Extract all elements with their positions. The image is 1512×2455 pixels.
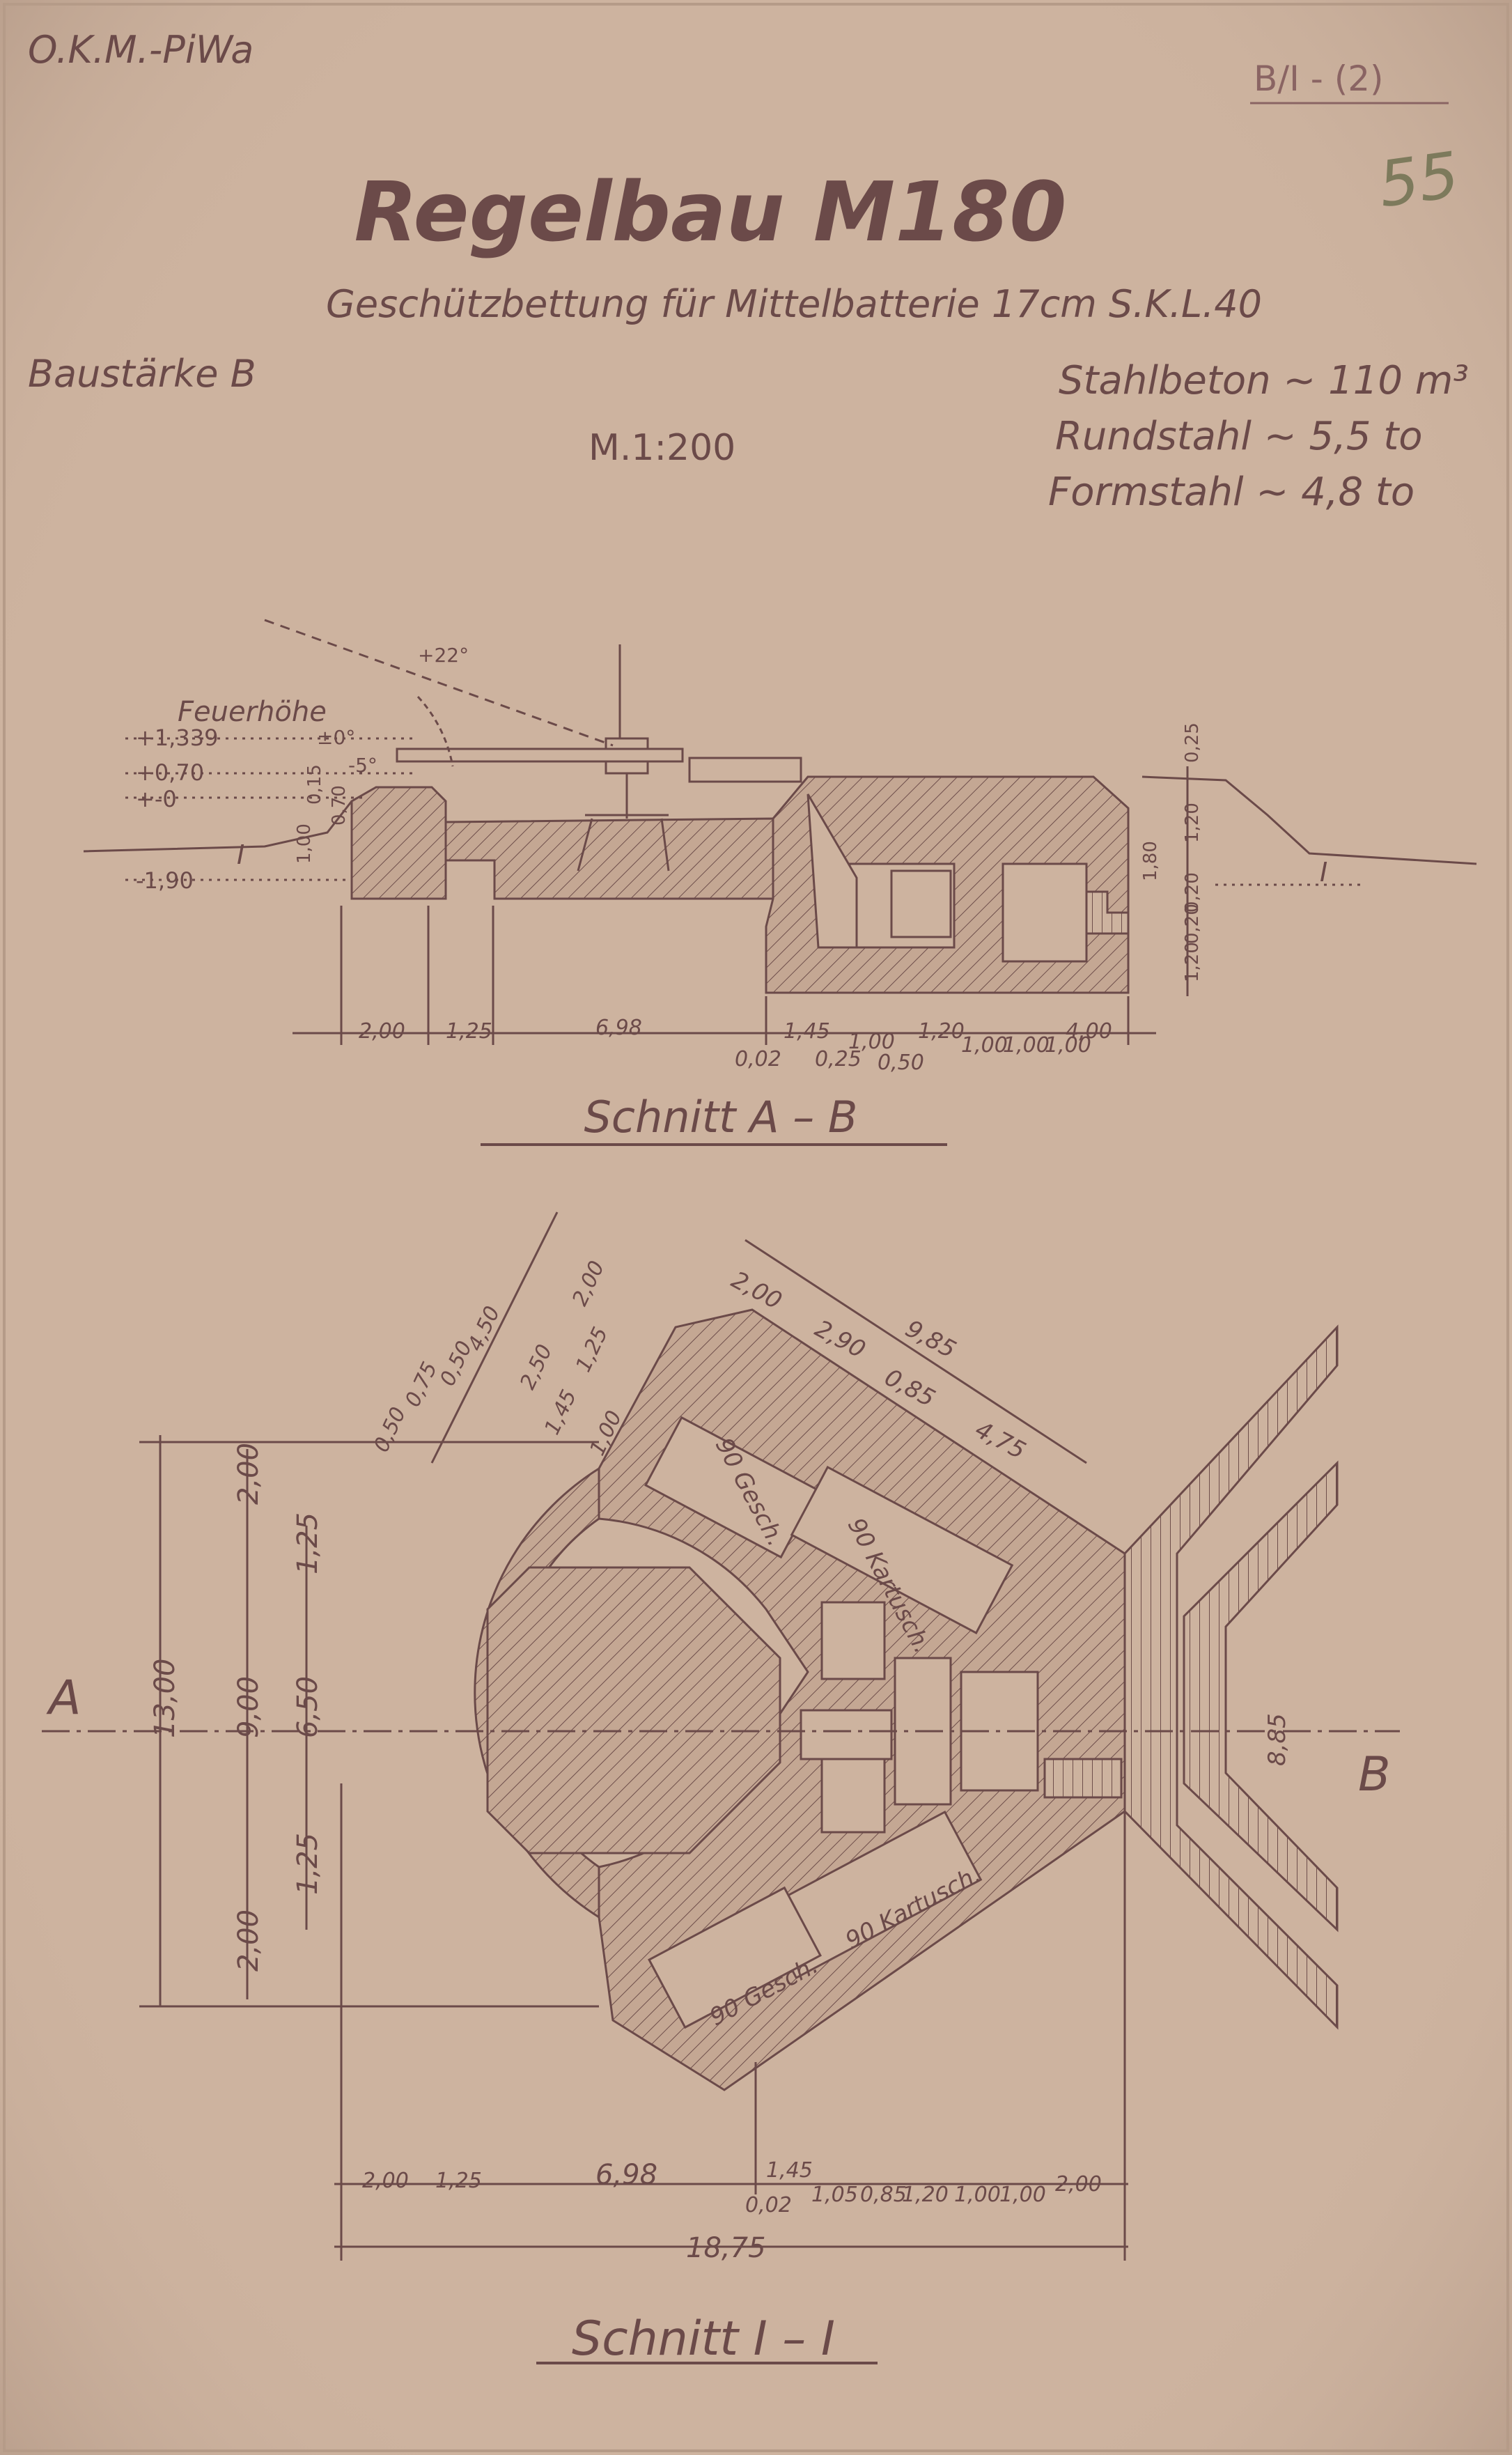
bottom-dim-8: 1,20 bbox=[902, 2183, 949, 2207]
hdim-8: 1,00 bbox=[1003, 1033, 1050, 1058]
vdim-1: 0,15 bbox=[304, 764, 325, 805]
vdim-6: 1,80 bbox=[1140, 841, 1161, 881]
left-dim-9: 9,00 bbox=[233, 1676, 265, 1738]
quantity-round-steel: Rundstahl ~ 5,5 to bbox=[1055, 414, 1423, 459]
hdim-3: 6,98 bbox=[595, 1016, 642, 1040]
bottom-dim-3: 6,98 bbox=[595, 2159, 657, 2191]
bottom-dim-5: 0,02 bbox=[745, 2193, 792, 2217]
left-dim-6: 6,50 bbox=[292, 1676, 324, 1738]
quantity-concrete: Stahlbeton ~ 110 m³ bbox=[1059, 358, 1469, 403]
bottom-dim-9: 1,00 bbox=[954, 2183, 1001, 2207]
hdim-9: 1,00 bbox=[1045, 1033, 1091, 1058]
bottom-dim-11: 2,00 bbox=[1055, 2172, 1102, 2197]
office-label: O.K.M.-PiWa bbox=[28, 28, 254, 72]
quantity-profile-steel: Formstahl ~ 4,8 to bbox=[1048, 470, 1414, 515]
hdim-row2-1: 0,02 bbox=[735, 1047, 781, 1071]
left-dim-overall: 13,00 bbox=[149, 1658, 181, 1738]
section-marker-left: I bbox=[237, 839, 244, 870]
left-dim-bottom-2: 2,00 bbox=[233, 1910, 265, 1972]
section-i-i-drawing bbox=[42, 1211, 1400, 2261]
section-a-b-drawing bbox=[83, 619, 1477, 1045]
vdim-9: 1,20 bbox=[1182, 942, 1203, 982]
fire-height-label: Feuerhöhe bbox=[178, 696, 327, 728]
bottom-dim-1: 2,00 bbox=[362, 2169, 409, 2193]
left-dim-bottom-125: 1,25 bbox=[292, 1833, 324, 1895]
bottom-dim-10: 1,00 bbox=[999, 2183, 1046, 2207]
vdim-5: 1,20 bbox=[1182, 803, 1203, 843]
left-dim-top-2: 2,00 bbox=[233, 1443, 265, 1505]
bottom-dim-7: 0,85 bbox=[860, 2183, 907, 2207]
section-a-b-horizontal-dims: 2,00 1,25 6,98 1,45 1,00 1,20 1,00 1,00 … bbox=[359, 1016, 1112, 1075]
vdim-8: 0,20 bbox=[1182, 904, 1203, 944]
angle-label-3: -5° bbox=[348, 754, 377, 777]
construction-strength: Baustärke B bbox=[28, 352, 256, 396]
hdim-4: 1,45 bbox=[784, 1019, 830, 1044]
hdim-7: 1,00 bbox=[961, 1033, 1008, 1058]
section-a-b-vertical-dims: 0,15 0,70 1,00 0,25 1,20 1,80 0,20 0,20 … bbox=[294, 722, 1203, 982]
bottom-dim-2: 1,25 bbox=[435, 2169, 482, 2193]
hdim-6: 1,20 bbox=[918, 1019, 965, 1044]
hdim-row2-2: 0,25 bbox=[815, 1047, 862, 1071]
elevation-label-3: +-0 bbox=[136, 786, 177, 812]
hdim-row2-3: 0,50 bbox=[878, 1051, 924, 1075]
bottom-dim-4: 1,45 bbox=[766, 2158, 813, 2183]
section-a-b-caption: Schnitt A – B bbox=[584, 1092, 858, 1143]
sheet-border bbox=[3, 3, 1509, 2452]
hdim-1: 2,00 bbox=[359, 1019, 405, 1044]
elevation-label-2: +0,70 bbox=[136, 759, 204, 786]
drawing-scale: M.1:200 bbox=[589, 427, 735, 469]
hdim-10: 4,00 bbox=[1066, 1019, 1112, 1044]
drawing-subtitle: Geschützbettung für Mittelbatterie 17cm … bbox=[326, 282, 1262, 326]
angle-label-2: ±0° bbox=[317, 726, 355, 749]
hdim-5: 1,00 bbox=[848, 1030, 895, 1054]
total-dim: 18,75 bbox=[686, 2232, 766, 2264]
marker-b: B bbox=[1358, 1747, 1391, 1802]
right-dim-trench: 8,85 bbox=[1263, 1713, 1291, 1766]
marker-a: A bbox=[46, 1671, 81, 1726]
section-i-i-left-dims: 13,00 9,00 6,50 2,00 1,25 1,25 2,00 bbox=[149, 1443, 324, 1972]
bottom-dim-6: 1,05 bbox=[811, 2183, 858, 2207]
drawing-title: Regelbau M180 bbox=[354, 164, 1067, 260]
vdim-2: 0,70 bbox=[329, 785, 350, 826]
sheet-reference: B/I - (2) bbox=[1254, 59, 1384, 99]
vdim-3: 1,00 bbox=[294, 823, 315, 864]
section-i-i-bottom-dims: 2,00 1,25 6,98 1,45 0,02 1,05 0,85 1,20 … bbox=[362, 2158, 1102, 2217]
elevation-label-1: +1,339 bbox=[136, 725, 218, 751]
elevation-label-4: -1,90 bbox=[136, 867, 194, 894]
section-i-i-caption: Schnitt I – I bbox=[572, 2311, 835, 2367]
left-dim-top-125: 1,25 bbox=[292, 1512, 324, 1574]
hdim-2: 1,25 bbox=[446, 1019, 492, 1044]
section-marker-right: I bbox=[1320, 857, 1327, 888]
angle-label-1: +22° bbox=[418, 644, 469, 667]
vdim-4: 0,25 bbox=[1182, 722, 1203, 763]
page-number: 55 bbox=[1374, 139, 1463, 222]
vdim-7: 0,20 bbox=[1182, 872, 1203, 913]
